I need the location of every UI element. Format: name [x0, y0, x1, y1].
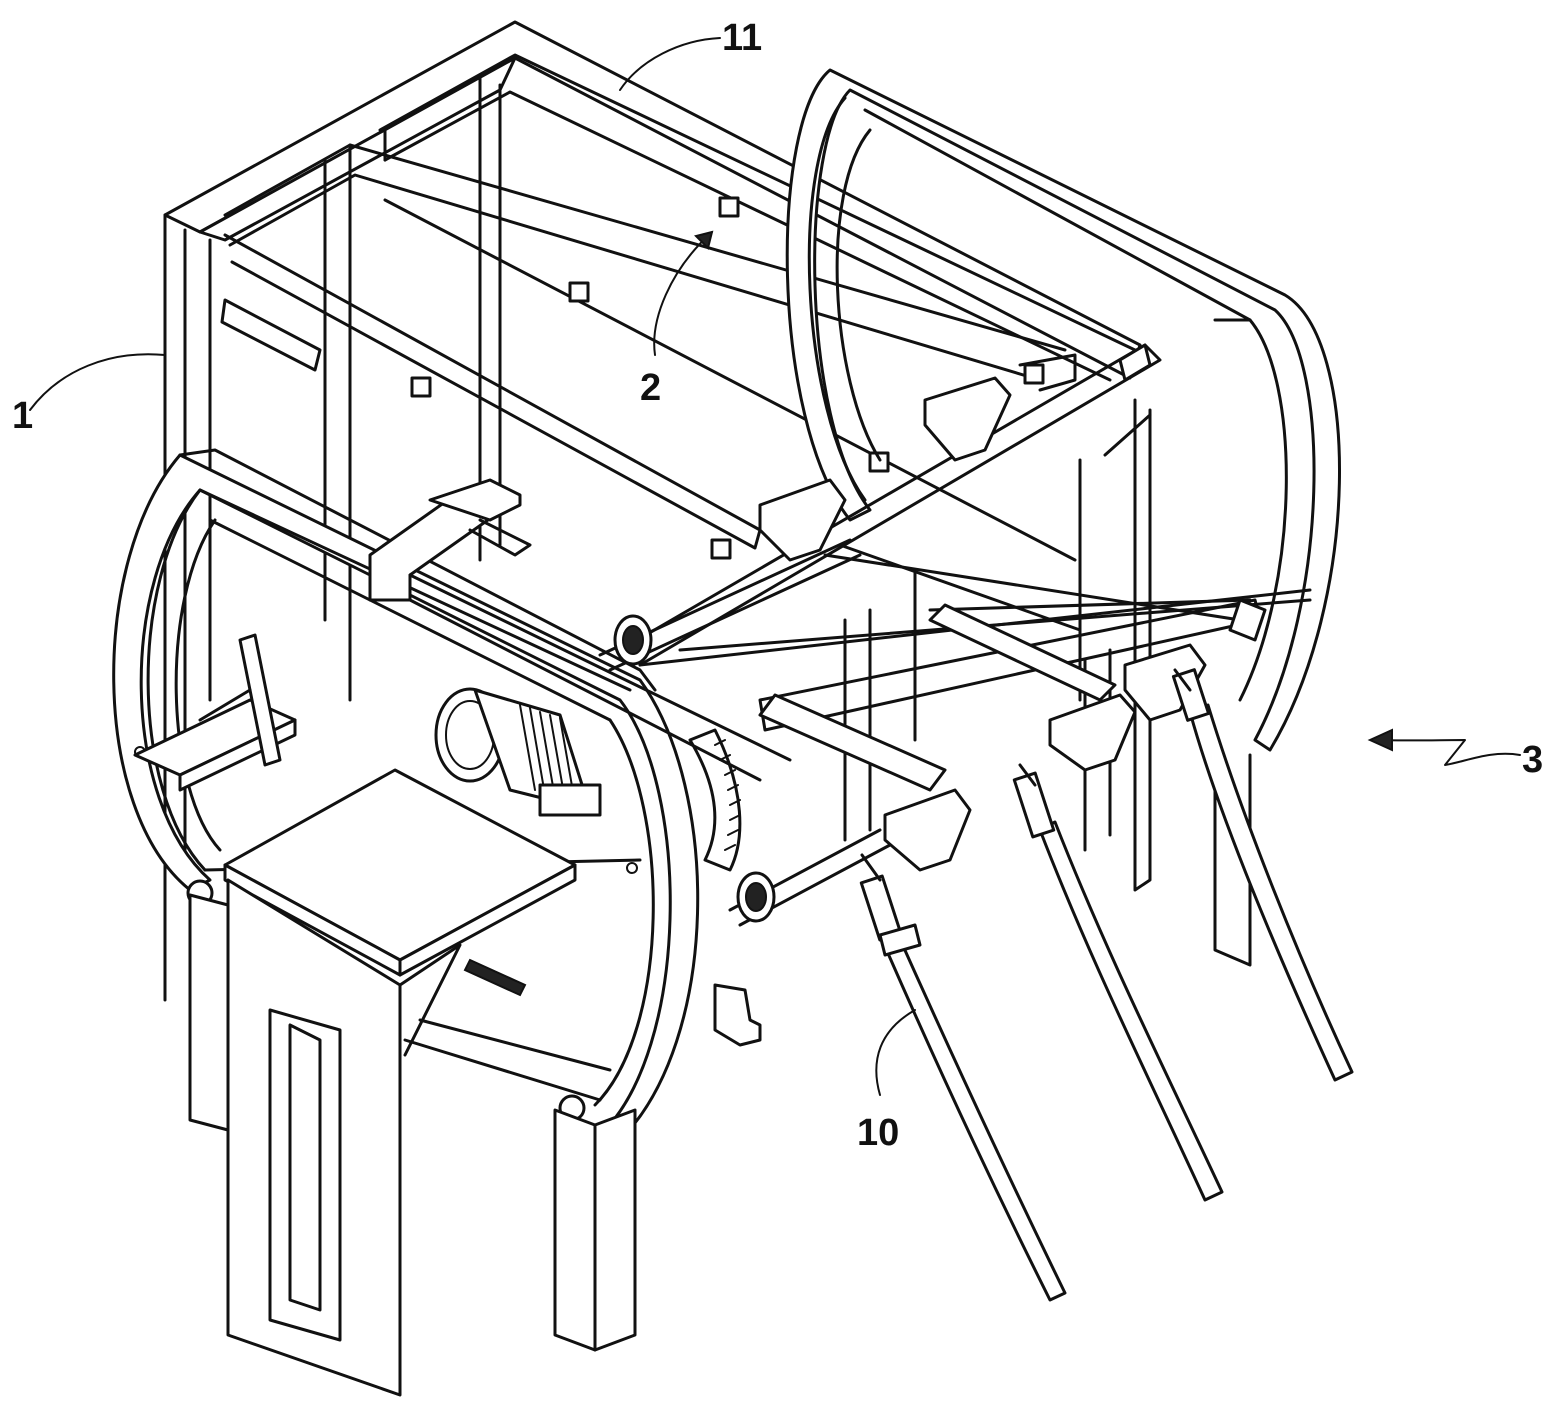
nozzles — [410, 196, 1045, 560]
leader-10 — [875, 1009, 916, 1096]
leader-1 — [29, 353, 166, 411]
leader-2-arrow — [694, 230, 714, 250]
leader-3-arrow — [1367, 728, 1393, 752]
leader-lines — [29, 37, 1521, 1096]
carriages — [368, 478, 792, 782]
hoses — [859, 668, 1354, 1302]
label-frame: 1 — [12, 395, 33, 437]
platform — [188, 768, 637, 1397]
label-hose: 10 — [857, 1112, 899, 1154]
top-frame — [163, 20, 1142, 1002]
leader-3 — [1377, 739, 1521, 766]
label-top-frame: 11 — [722, 17, 762, 59]
leader-11 — [619, 37, 721, 91]
left-guide — [133, 633, 762, 1047]
label-nozzle: 2 — [640, 367, 661, 409]
leader-2 — [653, 231, 713, 356]
motor — [434, 687, 602, 817]
center-rails — [618, 343, 1312, 872]
label-direction: 3 — [1522, 739, 1543, 781]
